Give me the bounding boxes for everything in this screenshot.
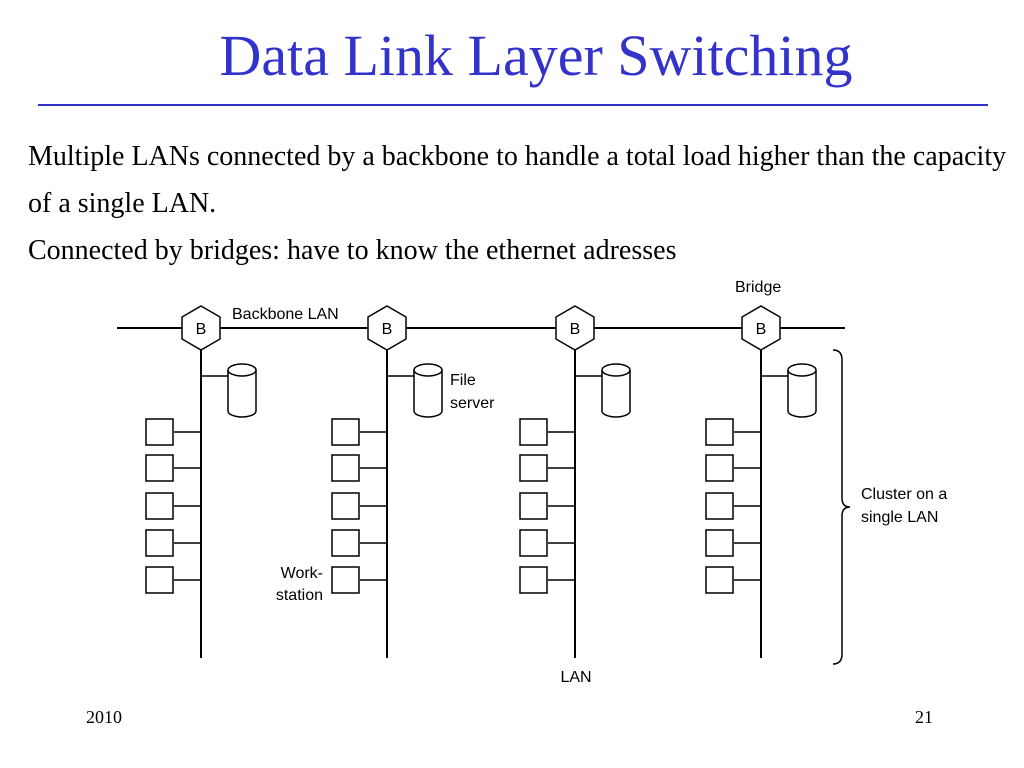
body-paragraph: Connected by bridges: have to know the e…	[28, 235, 677, 266]
lan-label: LAN	[560, 669, 591, 686]
workstation-box	[705, 492, 734, 520]
title-divider	[38, 104, 988, 106]
footer-page-number: 21	[915, 707, 933, 727]
workstation-box	[519, 529, 548, 557]
workstation-label: Work-	[281, 565, 323, 582]
bridge-node: B	[367, 305, 407, 351]
file-server-disk	[575, 363, 631, 418]
workstation-box	[145, 566, 174, 594]
file-server-disk	[387, 363, 443, 418]
workstation-box	[519, 418, 548, 446]
workstation-box	[705, 454, 734, 482]
workstation-box	[331, 418, 360, 446]
footer-year: 2010	[86, 707, 122, 727]
slide-title: Data Link Layer Switching	[219, 23, 853, 88]
file-server-disk	[201, 363, 257, 418]
workstation-box	[331, 492, 360, 520]
bridge-label: B	[382, 321, 393, 338]
cluster-brace	[832, 349, 851, 665]
workstation-box	[705, 566, 734, 594]
workstation-box	[519, 454, 548, 482]
workstation-box	[145, 418, 174, 446]
bridge-node: B	[555, 305, 595, 351]
bridge-label: B	[196, 321, 207, 338]
workstation-box	[331, 566, 360, 594]
cluster-label: Cluster on a	[861, 486, 947, 503]
workstation-box	[705, 529, 734, 557]
slide-body: Multiple LANs connected by a backbone to…	[28, 133, 1008, 274]
workstation-box	[145, 492, 174, 520]
bridge-label: B	[756, 321, 767, 338]
workstation-box	[519, 492, 548, 520]
cluster-label: single LAN	[861, 509, 938, 526]
file-server-label: server	[450, 395, 495, 412]
bridge-node: B	[181, 305, 221, 351]
workstation-box	[519, 566, 548, 594]
workstation-box	[145, 529, 174, 557]
workstation-box	[705, 418, 734, 446]
workstation-label: station	[276, 587, 323, 604]
bridge-caption: Bridge	[735, 279, 781, 296]
bridge-node: B	[741, 305, 781, 351]
workstation-group	[145, 418, 761, 594]
file-server-label: File	[450, 372, 476, 389]
body-paragraph: Multiple LANs connected by a backbone to…	[28, 141, 1007, 219]
backbone-lan-label: Backbone LAN	[232, 306, 339, 323]
workstation-box	[331, 454, 360, 482]
bridge-label: B	[570, 321, 581, 338]
file-server-disk	[761, 363, 817, 418]
workstation-box	[331, 529, 360, 557]
workstation-box	[145, 454, 174, 482]
